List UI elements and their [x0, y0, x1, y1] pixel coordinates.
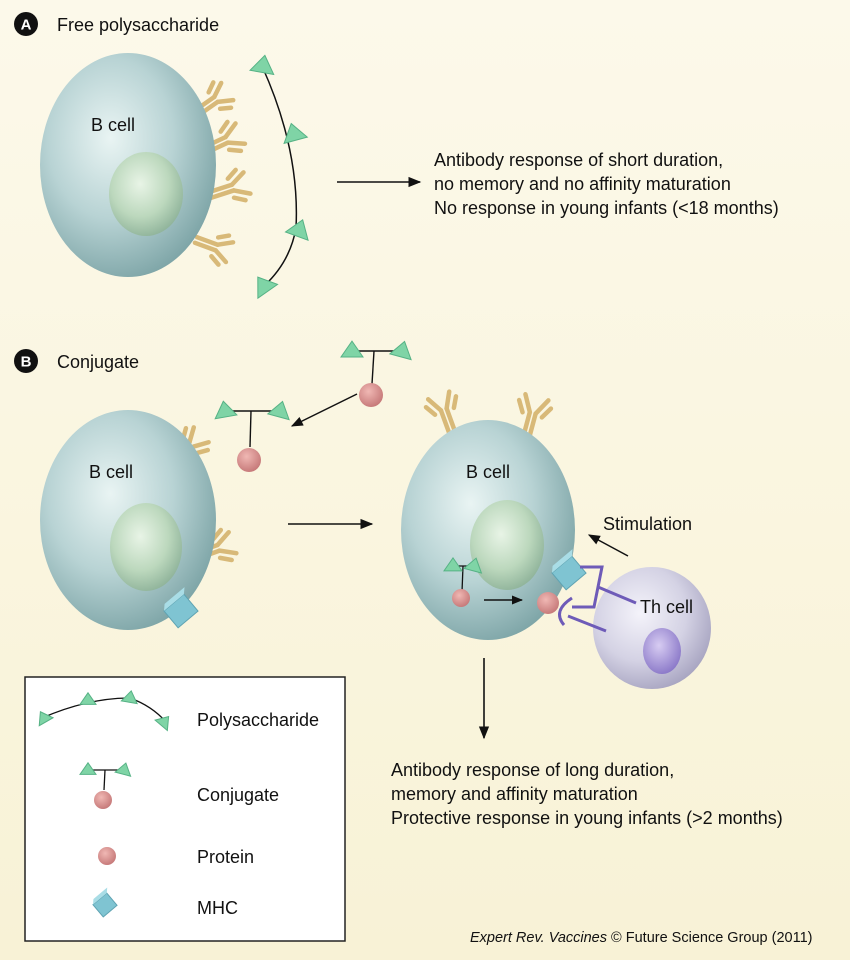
- panel-a-outcome: Antibody response of short duration, no …: [434, 150, 779, 218]
- mhc-icon: [92, 887, 118, 918]
- mhc-left: [163, 587, 199, 629]
- mhc-right: [551, 549, 587, 591]
- citation-rest: © Future Science Group (2011): [607, 930, 812, 946]
- panel-b: B Conjugate B cell B cell Th cell: [14, 340, 783, 828]
- polysaccharide-chain: [261, 65, 298, 287]
- th-cell-label: Th cell: [640, 597, 693, 617]
- panel-b-outcome-line-2: memory and affinity maturation: [391, 784, 638, 804]
- antibody: [206, 167, 253, 203]
- panel-a: A Free polysaccharide B cell Antibody re…: [14, 12, 779, 300]
- t-cell-receptor: [558, 565, 637, 633]
- polysaccharide-unit: [249, 54, 275, 76]
- th-cell: [593, 567, 711, 689]
- antibody: [423, 389, 459, 436]
- polysaccharide-unit: [340, 340, 364, 358]
- panel-a-outcome-line-3: No response in young infants (<18 months…: [434, 198, 779, 218]
- panel-b-outcome: Antibody response of long duration, memo…: [391, 760, 783, 828]
- panel-a-outcome-line-2: no memory and no affinity maturation: [434, 174, 731, 194]
- polysaccharide-unit: [284, 219, 309, 241]
- panel-b-title: Conjugate: [57, 352, 139, 372]
- stimulation-arrow: [587, 534, 629, 557]
- conjugate-free-top: [352, 350, 402, 407]
- protein-icon: [98, 847, 116, 865]
- b-cell-b-right-nucleus: [470, 500, 544, 590]
- polysaccharide-unit: [283, 122, 309, 145]
- legend: Polysaccharide Conjugate Protein MHC: [24, 676, 346, 942]
- polysaccharide-unit: [266, 400, 290, 421]
- panel-b-sugars: [214, 340, 483, 574]
- polysaccharide-unit: [114, 762, 132, 777]
- polysaccharide-unit: [120, 690, 138, 705]
- binding-arrow: [290, 393, 358, 427]
- b-cell-a-nucleus: [109, 152, 183, 236]
- panel-b-badge: [14, 349, 38, 373]
- protein-presented: [537, 592, 559, 614]
- th-cell-nucleus: [643, 628, 681, 674]
- panel-b-outcome-line-3: Protective response in young infants (>2…: [391, 808, 783, 828]
- polysaccharide-unit: [443, 557, 463, 572]
- legend-box: [24, 676, 346, 942]
- panel-b-badge-letter: B: [21, 354, 32, 371]
- polysaccharide-unit: [154, 715, 170, 732]
- polysaccharide-unit: [462, 557, 483, 574]
- citation-journal: Expert Rev. Vaccines: [470, 930, 607, 946]
- panel-a-badge: [14, 12, 38, 36]
- panel-b-outcome-line-1: Antibody response of long duration,: [391, 760, 674, 780]
- polysaccharide-unit: [38, 711, 55, 727]
- polysaccharide-unit: [257, 276, 279, 300]
- legend-label-protein: Protein: [197, 847, 254, 867]
- polysaccharide-unit: [79, 761, 97, 775]
- legend-label-polysaccharide: Polysaccharide: [197, 710, 319, 730]
- legend-label-mhc: MHC: [197, 898, 238, 918]
- citation: Expert Rev. Vaccines © Future Science Gr…: [470, 930, 812, 946]
- stimulation-label: Stimulation: [603, 514, 692, 534]
- polysaccharide-unit: [388, 340, 412, 361]
- polysaccharide-unit: [214, 400, 238, 420]
- panel-a-sugars: [249, 54, 309, 300]
- b-cell-b-left-nucleus: [110, 503, 182, 591]
- polysaccharide-unit: [79, 691, 97, 705]
- b-cell-b-right-label: B cell: [466, 462, 510, 482]
- panel-a-badge-letter: A: [21, 17, 32, 34]
- panel-a-outcome-line-1: Antibody response of short duration,: [434, 150, 723, 170]
- legend-label-conjugate: Conjugate: [197, 785, 279, 805]
- panel-a-title: Free polysaccharide: [57, 15, 219, 35]
- legend-sugars: [38, 690, 170, 777]
- antibody: [192, 233, 236, 267]
- b-cell-a-label: B cell: [91, 115, 135, 135]
- b-cell-b-left-label: B cell: [89, 462, 133, 482]
